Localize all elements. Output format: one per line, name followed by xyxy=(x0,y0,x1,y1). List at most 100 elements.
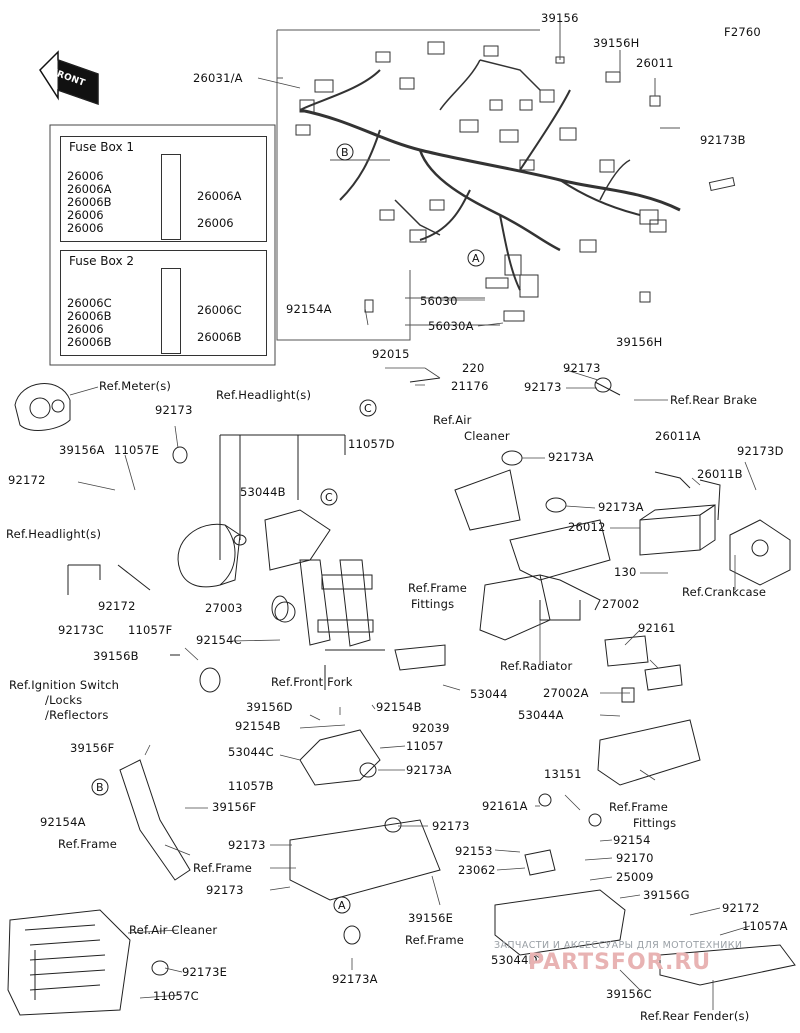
part-label: 92161 xyxy=(638,621,676,635)
fuse-box-2: Fuse Box 2 26006C 26006B 26006 26006B 26… xyxy=(60,250,267,356)
figure-code: F2760 xyxy=(724,25,761,39)
crankcase-drawing xyxy=(729,519,791,586)
fuse-group-label: 26006C xyxy=(197,303,242,317)
ref-label: Ref.Air Cleaner xyxy=(129,923,218,937)
part-label: 39156A xyxy=(59,443,105,457)
ref-label: Ref.Meter(s) xyxy=(99,379,172,393)
front-arrow-icon xyxy=(39,50,99,106)
part-label: 39156C xyxy=(606,987,652,1001)
part-label: 53044C xyxy=(228,745,274,759)
part-label: 39156E xyxy=(408,911,454,925)
part-label: 92173 xyxy=(228,838,266,852)
headlight-drawing xyxy=(177,523,241,588)
part-label: 92172 xyxy=(722,901,760,915)
part-label: 27002 xyxy=(602,597,640,611)
fuse-box-1: Fuse Box 1 26006 26006A 26006B 26006 260… xyxy=(60,136,267,242)
part-label: 92154A xyxy=(286,302,332,316)
callout-a: A xyxy=(472,252,480,265)
part-label: 39156F xyxy=(212,800,257,814)
fuse-slot-column xyxy=(161,268,181,354)
fuse-group-label: 26006 xyxy=(197,216,234,230)
part-label: 92173 xyxy=(155,403,193,417)
watermark-text: ЗАПЧАСТИ И АКСЕССУАРЫ ДЛЯ МОТОТЕХНИКИ xyxy=(494,940,743,951)
fuse-row: 26006C xyxy=(67,296,112,310)
fuse-row: 26006 xyxy=(67,169,104,183)
part-label: 92154B xyxy=(235,719,281,733)
part-label: 220 xyxy=(462,361,485,375)
part-label: 53044 xyxy=(470,687,508,701)
part-label: 11057C xyxy=(153,989,199,1003)
ref-label: Cleaner xyxy=(464,429,510,443)
fuse-box-1-title: Fuse Box 1 xyxy=(69,140,135,154)
battery-drawing xyxy=(639,471,721,556)
wiring-harness-drawing xyxy=(295,41,736,322)
callout-c: C xyxy=(364,402,372,415)
part-label: 56030 xyxy=(420,294,458,308)
part-label: 11057A xyxy=(742,919,788,933)
part-label: 92173E xyxy=(182,965,228,979)
ref-label: /Locks xyxy=(45,693,83,707)
part-label: 27003 xyxy=(205,601,243,615)
callout-b: B xyxy=(96,781,104,794)
part-label: 92173 xyxy=(563,361,601,375)
part-label: 92173 xyxy=(524,380,562,394)
part-label: 26012 xyxy=(568,520,606,534)
part-label: 130 xyxy=(614,565,637,579)
part-label: 26031/A xyxy=(193,71,243,85)
fuse-row: 26006 xyxy=(67,208,104,222)
rear-tray-drawing xyxy=(494,793,796,986)
fuse-row: 26006 xyxy=(67,221,104,235)
part-label: 39156F xyxy=(70,741,115,755)
part-label: 39156D xyxy=(246,700,293,714)
meter-drawing xyxy=(14,383,71,431)
part-label: 23062 xyxy=(458,863,496,877)
part-label: 11057D xyxy=(348,437,395,451)
part-label: 11057B xyxy=(228,779,274,793)
part-label: 92173A xyxy=(406,763,452,777)
part-label: 92173B xyxy=(700,133,746,147)
part-label: 92154A xyxy=(40,815,86,829)
ref-label: Ref.Frame xyxy=(405,933,465,947)
radiator-drawing xyxy=(454,450,611,641)
ref-label: Ref.Rear Brake xyxy=(670,393,758,407)
part-label: 92015 xyxy=(372,347,410,361)
part-label: 11057 xyxy=(406,739,444,753)
ref-label: Ref.Rear Fender(s) xyxy=(640,1009,750,1023)
part-label: 26011A xyxy=(655,429,701,443)
ref-label: Ref.Headlight(s) xyxy=(216,388,312,402)
part-label: 92153 xyxy=(455,844,493,858)
callout-b: B xyxy=(341,146,349,159)
part-label: 11057E xyxy=(114,443,160,457)
ref-label: Ref.Front Fork xyxy=(271,675,353,689)
part-label: 39156B xyxy=(93,649,139,663)
part-label: 21176 xyxy=(451,379,489,393)
ref-label: Ref.Crankcase xyxy=(682,585,767,599)
part-label: 27002A xyxy=(543,686,589,700)
ref-label: Ref.Radiator xyxy=(500,659,573,673)
part-label: 13151 xyxy=(544,767,582,781)
part-label: 39156G xyxy=(643,888,690,902)
fuse-box-2-title: Fuse Box 2 xyxy=(69,254,135,268)
part-label: 26011B xyxy=(697,467,743,481)
part-label: 92173 xyxy=(432,819,470,833)
watermark-logo: PARTSFOR.RU xyxy=(528,950,712,975)
part-label: 92154C xyxy=(196,633,242,647)
part-label: 92173A xyxy=(332,972,378,986)
ref-label: Ref.Ignition Switch xyxy=(9,678,120,692)
part-label: 26011 xyxy=(636,56,674,70)
air-cleaner-drawing xyxy=(7,909,131,1016)
fuse-group-label: 26006A xyxy=(197,189,242,203)
part-label: 39156H xyxy=(593,36,640,50)
part-label: 92161A xyxy=(482,799,528,813)
fuse-row: 26006 xyxy=(67,322,104,336)
part-label: 11057F xyxy=(128,623,173,637)
fuse-slot-column xyxy=(161,154,181,240)
part-label: 53044A xyxy=(518,708,564,722)
fuse-row: 26006B xyxy=(67,195,112,209)
fuse-group-label: 26006B xyxy=(197,330,242,344)
ref-label: Ref.Frame xyxy=(408,581,468,595)
part-label: 92173D xyxy=(737,444,784,458)
ref-label: Ref.Headlight(s) xyxy=(6,527,102,541)
callout-c: C xyxy=(325,491,333,504)
fuse-row: 26006B xyxy=(67,309,112,323)
